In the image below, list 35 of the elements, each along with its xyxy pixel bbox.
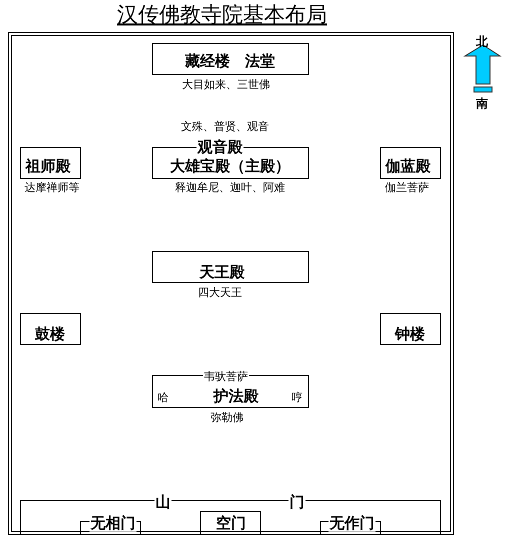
hall-name: 山	[154, 494, 172, 510]
deity-caption: 四大天王	[198, 286, 242, 300]
deity-caption: 大目如来、三世佛	[182, 78, 270, 92]
temple-enclosure	[8, 32, 454, 535]
hall-name: 门	[288, 494, 306, 510]
deity-name: 韦驮菩萨	[203, 370, 249, 384]
gate-box	[200, 511, 261, 535]
hall-name: 空门	[216, 514, 246, 532]
hall-name: 护法殿	[214, 388, 258, 404]
hall-box	[152, 43, 309, 75]
hall-name: 大雄宝殿（主殿）	[170, 158, 290, 174]
deity-caption: 伽兰菩萨	[385, 182, 429, 194]
deity-caption: 达摩禅师等	[24, 182, 80, 194]
deity-caption: 释迦牟尼、迦叶、阿难	[175, 182, 285, 194]
compass-label: 南	[476, 97, 488, 111]
hall-name: 无作门	[328, 514, 376, 532]
hall-box	[380, 147, 441, 179]
hall-name: 藏经楼 法堂	[185, 52, 275, 70]
deity-name: 哈	[158, 392, 168, 404]
hall-name: 伽蓝殿	[386, 158, 430, 174]
hall-name: 无相门	[90, 514, 136, 532]
tower-box	[380, 313, 441, 345]
deity-caption: 文殊、普贤、观音	[181, 120, 269, 134]
title: 汉传佛教寺院基本布局	[117, 3, 327, 27]
hall-name: 天王殿	[200, 264, 244, 280]
hall-name: 祖师殿	[26, 158, 70, 174]
compass-label: 北	[476, 35, 488, 49]
deity-name: 哼	[292, 392, 302, 404]
hall-name: 观音殿	[196, 138, 244, 156]
tower-box	[20, 313, 81, 345]
hall-box	[152, 251, 309, 283]
deity-caption: 弥勒佛	[210, 412, 244, 424]
hall-name: 钟楼	[395, 326, 425, 342]
hall-name: 鼓楼	[35, 326, 65, 342]
hall-box	[20, 147, 81, 179]
